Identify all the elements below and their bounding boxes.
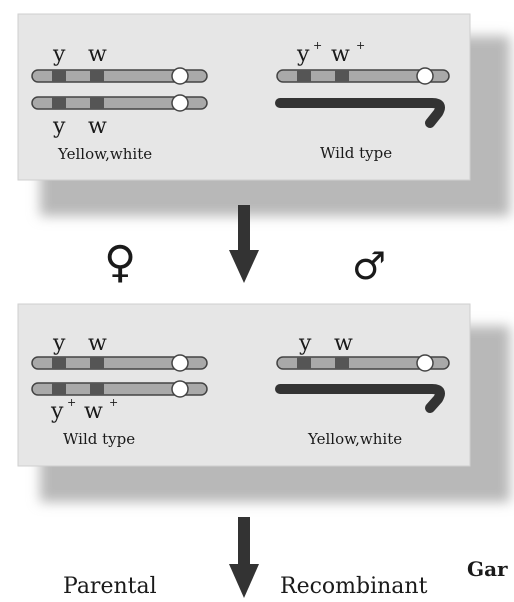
centromere [171,67,189,85]
male-x-chromosome [276,67,450,85]
phenotype-caption: Wild type [320,144,392,162]
plus-superscript: + [67,396,76,409]
gene-band-w [90,357,104,369]
parental-label: Parental [63,574,157,599]
gene-band-w [90,70,104,82]
centromere [171,94,189,112]
gene-label-w: w [88,331,107,356]
centromere [416,354,434,372]
female-x-chromosome-2 [31,94,208,112]
gene-label-y-plus: y [50,399,64,424]
gene-band-y [297,357,311,369]
gene-label-y-plus: y [296,42,310,67]
gametes-label: Gar [467,557,508,581]
cross-arrow [229,205,259,283]
phenotype-caption: Wild type [63,430,135,448]
gene-label-y: y [52,42,66,67]
gene-label-w: w [88,42,107,67]
female-x-chromosome-2 [31,380,208,398]
centromere [416,67,434,85]
gene-band-w [90,383,104,395]
gene-label-y: y [52,331,66,356]
recombinant-label: Recombinant [280,574,428,599]
gene-band-w [90,97,104,109]
gene-label-w: w [334,331,353,356]
plus-superscript: + [109,396,118,409]
centromere [171,354,189,372]
phenotype-caption: Yellow,white [57,145,152,163]
gene-label-w-plus: w [331,42,350,67]
female-x-chromosome-1 [31,354,208,372]
gamete-arrow [229,517,259,598]
gene-band-y [52,70,66,82]
gene-label-y: y [52,114,66,139]
centromere [171,380,189,398]
gene-band-w [335,70,349,82]
gene-band-w [335,357,349,369]
male-y-chromosome [275,98,445,128]
plus-superscript: + [356,39,365,52]
phenotype-caption: Yellow,white [307,430,402,448]
gene-label-y: y [298,331,312,356]
gene-label-w-plus: w [84,399,103,424]
gene-band-y [52,383,66,395]
gene-band-y [297,70,311,82]
male-symbol: ♂ [352,244,386,288]
male-x-chromosome [276,354,450,372]
female-symbol: ♀ [104,237,136,288]
gene-label-w: w [88,114,107,139]
plus-superscript: + [313,39,322,52]
male-y-chromosome [275,384,445,413]
gene-band-y [52,97,66,109]
gene-band-y [52,357,66,369]
female-x-chromosome-1 [31,67,208,85]
